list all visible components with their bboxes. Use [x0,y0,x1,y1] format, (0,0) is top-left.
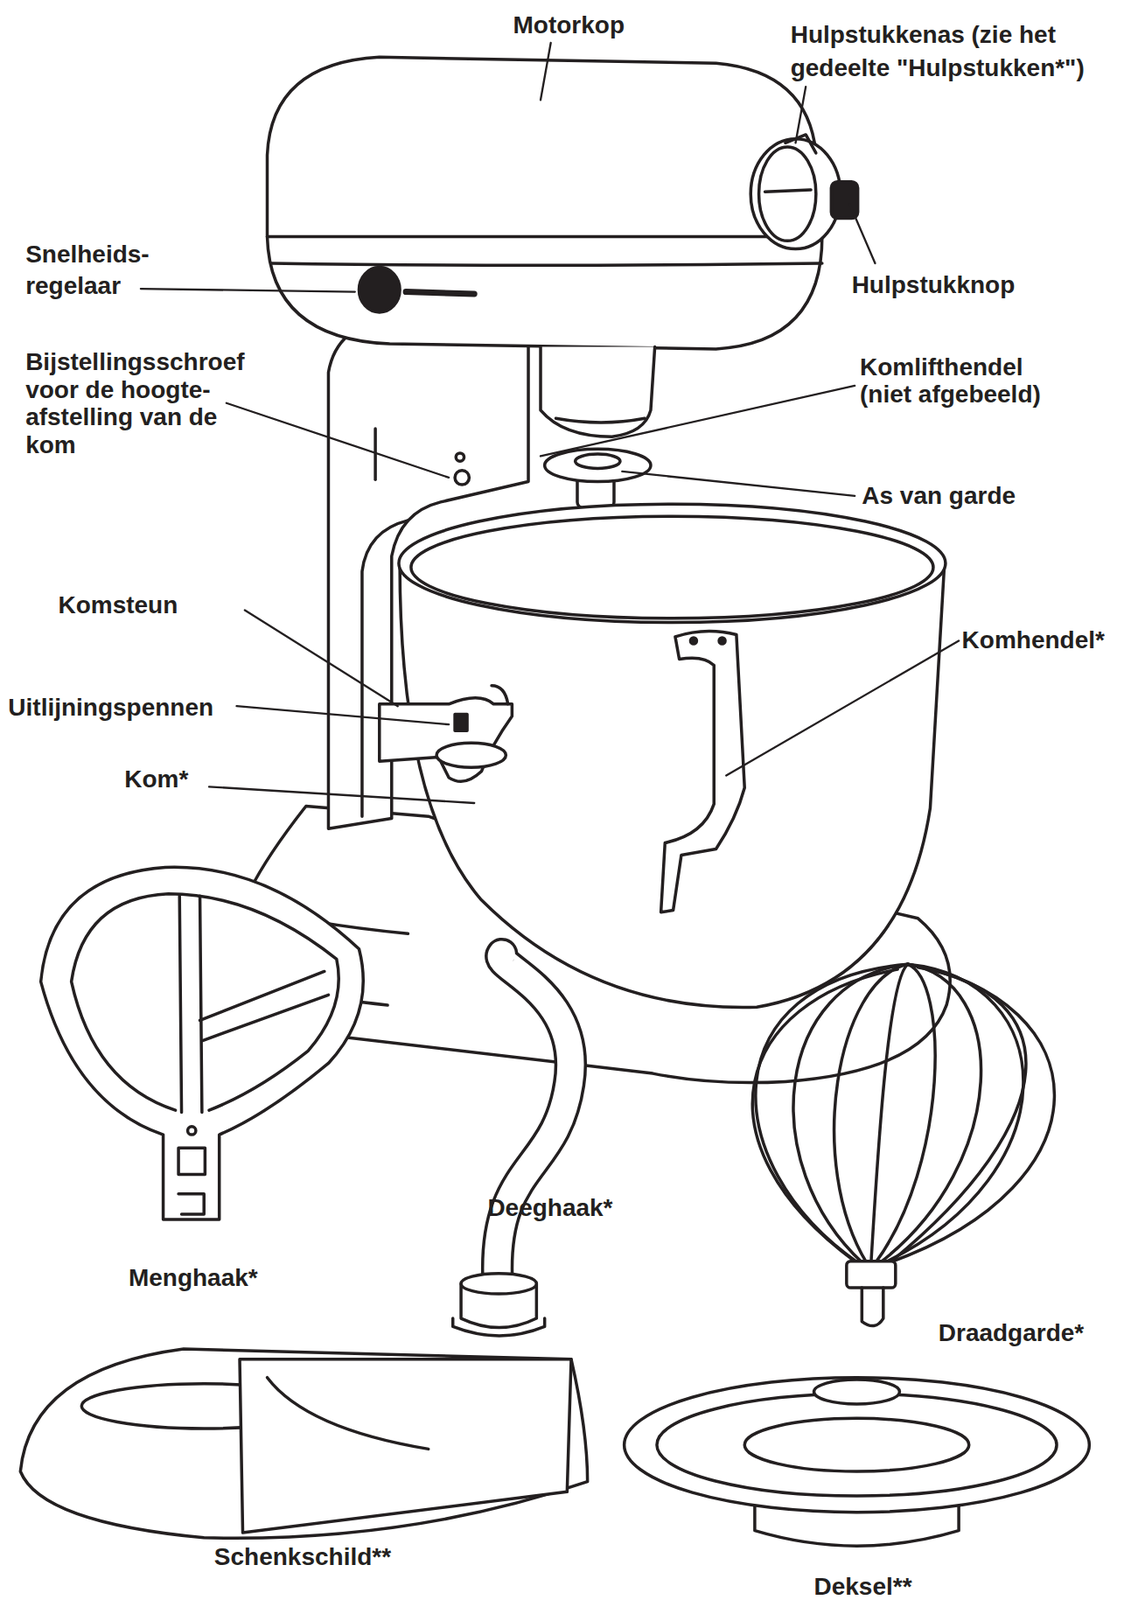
bowl [690,637,697,644]
leader-line [540,42,552,100]
bowl-support [491,685,509,705]
bowl [398,503,946,1007]
dough-hook [497,954,572,1285]
part-label: Komlifthendel (niet afgebeeld) [859,354,1064,408]
pouring-shield [20,1348,587,1538]
bowl-lid [624,1377,1090,1546]
motor-head [540,347,656,438]
wire-whip [834,963,908,1264]
part-label: Komsteun [57,590,178,618]
part-label: Kom* [124,765,189,793]
part-label: Uitlijningspennen [7,692,214,720]
leader-line [140,288,356,292]
beater-shaft [575,453,621,468]
wire-whip [846,1261,896,1288]
pouring-shield [239,1359,572,1533]
wire-whip [883,963,1024,1264]
attachment-hub [750,139,841,250]
beater-shaft [544,448,651,509]
bowl [719,637,726,644]
flat-beater [188,1126,196,1135]
bowl-lid [656,1393,1057,1496]
attachment-hub [759,146,817,241]
leader-line [621,471,855,496]
part-label: Draadgarde* [938,1318,1084,1346]
part-label: Menghaak* [128,1263,259,1291]
dough-hook [453,954,572,1336]
motor-head [556,418,645,423]
leader-line [795,86,807,143]
part-label: As van garde [861,481,1016,510]
leader-line [140,42,959,803]
motor-head [267,235,823,238]
height-screw [455,453,464,461]
wire-whip [861,1287,883,1327]
flat-beater [41,866,364,1220]
motor-head [271,263,823,266]
part-label: Bijstellingsschroef voor de hoogte- afst… [25,348,221,459]
bowl [398,503,946,622]
dough-hook [497,954,572,1285]
bowl [411,516,934,619]
attachment-hub [785,134,817,154]
part-label: Snelheids- regelaar [25,237,179,301]
height-screw [454,453,469,485]
wire-whip [879,963,981,1264]
bowl-support [436,742,506,768]
part-label: Komhendel* [962,625,1105,653]
part-label: Deeghaak* [487,1193,613,1222]
bowl [399,563,945,1008]
motor-head [267,56,823,437]
leader-line [237,705,450,725]
flat-beater [71,893,340,1111]
wire-whip [886,963,1055,1264]
wire-whip [793,963,908,1264]
leader-line [540,385,855,456]
part-label: Deksel** [814,1571,913,1599]
wire-whip [752,969,898,1262]
speed-control [358,267,475,313]
leader-line [209,786,475,803]
leader-line [726,641,959,776]
dough-hook [453,1318,545,1336]
part-label: Hulpstukknop [851,270,1016,298]
flat-beater [179,895,203,1112]
part-label: Schenkschild** [214,1542,391,1571]
flat-beater [178,1193,204,1215]
speed-control [358,267,400,313]
bowl-support [454,714,468,732]
bowl-lid [814,1379,901,1404]
pouring-shield [267,1377,429,1450]
flat-beater [178,1147,205,1174]
leader-line [244,610,398,707]
wire-whip [755,963,908,1264]
part-label: Motorkop [513,11,625,39]
leader-line [849,203,875,264]
speed-control [405,292,475,294]
pouring-shield [20,1348,587,1538]
attachment-hub [765,189,811,192]
height-screw [454,470,469,485]
flat-beater [200,970,329,1041]
motor-head [267,56,823,350]
beater-shaft [544,448,651,482]
flat-beater [41,866,364,1220]
dough-hook [460,1273,537,1294]
bowl-lid [624,1377,1090,1513]
leader-line [226,403,449,478]
attachment-hub [750,134,858,250]
part-label: Hulpstukkenas (zie het gedeelte "Hulpstu… [790,17,1124,85]
bowl-support [379,698,513,782]
bowl-lid [744,1417,970,1472]
wire-whip [752,963,1055,1326]
bowl-support [379,685,513,782]
wire-whip [891,967,1027,1262]
